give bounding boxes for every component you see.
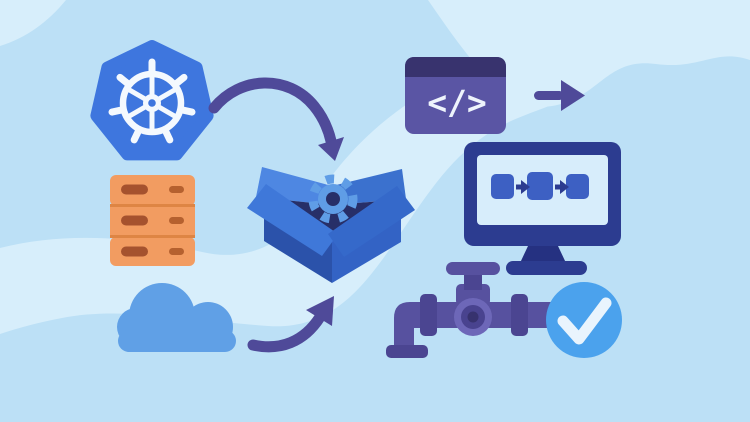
arrowhead bbox=[306, 296, 334, 326]
background-wave-top-left bbox=[0, 0, 66, 46]
pipeline-arrow-icon bbox=[555, 180, 569, 194]
pipe-flange-right bbox=[511, 294, 528, 336]
server-unit bbox=[110, 237, 195, 266]
server-led bbox=[169, 217, 184, 224]
valve-wheel-center bbox=[467, 311, 479, 323]
code-window-titlebar bbox=[405, 57, 506, 77]
pipe-flange-bottom bbox=[386, 345, 428, 358]
server-led bbox=[169, 248, 184, 255]
server-divider bbox=[110, 235, 195, 238]
curved-arrow-bottom-icon bbox=[247, 296, 334, 353]
pipeline-step bbox=[527, 172, 553, 200]
monitor-pipeline-icon bbox=[464, 142, 621, 275]
check-circle bbox=[546, 282, 622, 358]
server-stack-icon bbox=[110, 175, 195, 266]
curved-arrow-top-icon bbox=[208, 77, 344, 161]
pipe-flange-left bbox=[420, 294, 437, 336]
cloud-icon bbox=[117, 283, 236, 352]
code-glyph: </> bbox=[427, 83, 487, 122]
package-box-icon bbox=[247, 167, 415, 283]
pipeline-arrow-icon bbox=[516, 180, 530, 194]
pipeline-step bbox=[566, 174, 589, 199]
kubernetes-icon bbox=[90, 40, 214, 161]
server-drive-slot bbox=[121, 215, 148, 226]
pipe-valve-icon bbox=[386, 262, 554, 358]
server-divider bbox=[110, 204, 195, 207]
arrow-right-icon bbox=[534, 80, 585, 111]
arrowhead bbox=[561, 80, 585, 111]
checkmark-icon bbox=[557, 297, 612, 345]
server-unit bbox=[110, 175, 195, 206]
server-led bbox=[169, 186, 184, 193]
server-drive-slot bbox=[121, 246, 148, 257]
code-window-icon: </> bbox=[405, 57, 506, 134]
pipeline-step bbox=[491, 174, 514, 199]
valve-handle bbox=[446, 262, 500, 275]
box-front-flap-right bbox=[328, 186, 415, 257]
gear-icon bbox=[308, 174, 358, 224]
arrowhead bbox=[318, 137, 344, 161]
box-front-flap-left bbox=[247, 184, 338, 256]
helm-wheel-icon bbox=[108, 58, 196, 144]
server-drive-slot bbox=[121, 184, 148, 195]
check-badge-icon bbox=[546, 282, 622, 358]
monitor-stand-neck bbox=[520, 246, 566, 263]
monitor-stand-base bbox=[506, 261, 587, 275]
